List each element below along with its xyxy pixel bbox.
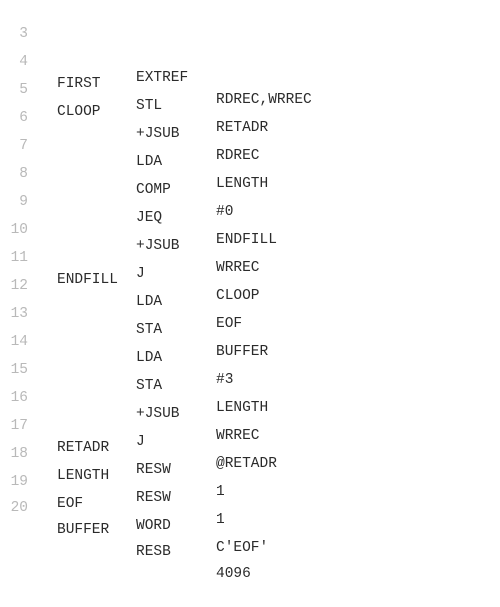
code-opcode: +JSUB bbox=[136, 406, 180, 422]
code-operand: LENGTH bbox=[216, 176, 269, 192]
code-operand: CLOOP bbox=[216, 288, 260, 304]
code-line: 3 EXTREF RDREC,WRREC bbox=[0, 1, 500, 108]
code-operand: @RETADR bbox=[216, 456, 277, 472]
line-number: 18 bbox=[10, 446, 28, 462]
code-operand: ENDFILL bbox=[216, 232, 277, 248]
code-line: 12 STA BUFFER bbox=[0, 253, 500, 360]
code-line: 8 JEQ ENDFILL bbox=[0, 141, 500, 248]
code-operand: 4096 bbox=[216, 566, 251, 582]
code-opcode: COMP bbox=[136, 182, 171, 198]
code-line: 15 +JSUB WRREC bbox=[0, 337, 500, 444]
code-opcode: J bbox=[136, 266, 145, 282]
code-line: 19 EOF WORD C'EOF' bbox=[0, 449, 500, 556]
line-number: 10 bbox=[10, 222, 28, 238]
code-operand: LENGTH bbox=[216, 400, 269, 416]
code-label: FIRST bbox=[57, 76, 101, 92]
code-operand: WRREC bbox=[216, 428, 260, 444]
line-number: 6 bbox=[19, 110, 28, 126]
code-opcode: LDA bbox=[136, 294, 163, 310]
line-number: 20 bbox=[10, 500, 28, 516]
code-line: 11 ENDFILL LDA EOF bbox=[0, 225, 500, 332]
code-opcode: +JSUB bbox=[136, 126, 180, 142]
code-line: 17 RETADR RESW 1 bbox=[0, 393, 500, 500]
code-line: 14 STA LENGTH bbox=[0, 309, 500, 416]
line-number: 13 bbox=[10, 306, 28, 322]
code-line: 7 COMP #0 bbox=[0, 113, 500, 220]
line-number: 7 bbox=[19, 138, 28, 154]
line-number: 19 bbox=[10, 474, 28, 490]
code-opcode: STA bbox=[136, 322, 163, 338]
code-operand: BUFFER bbox=[216, 344, 269, 360]
line-number: 9 bbox=[19, 194, 28, 210]
code-label: LENGTH bbox=[57, 468, 110, 484]
code-operand: C'EOF' bbox=[216, 540, 269, 556]
code-label: BUFFER bbox=[57, 522, 110, 538]
code-line: 10 J CLOOP bbox=[0, 197, 500, 304]
line-number: 8 bbox=[19, 166, 28, 182]
line-number: 12 bbox=[10, 278, 28, 294]
line-number: 11 bbox=[10, 250, 28, 266]
code-line: 16 J @RETADR bbox=[0, 365, 500, 472]
code-line: 18 LENGTH RESW 1 bbox=[0, 421, 500, 528]
code-listing: 3 EXTREF RDREC,WRREC 4 FIRST STL RETADR … bbox=[0, 1, 500, 582]
line-number: 16 bbox=[10, 390, 28, 406]
line-number: 17 bbox=[10, 418, 28, 434]
code-opcode: EXTREF bbox=[136, 70, 189, 86]
code-opcode: J bbox=[136, 434, 145, 450]
code-label: ENDFILL bbox=[57, 272, 118, 288]
code-line: 20 BUFFER RESB 4096 bbox=[0, 475, 500, 582]
code-opcode: STL bbox=[136, 98, 163, 114]
code-operand: RDREC,WRREC bbox=[216, 92, 312, 108]
code-line: 4 FIRST STL RETADR bbox=[0, 29, 500, 136]
code-operand: EOF bbox=[216, 316, 243, 332]
code-line: 5 CLOOP +JSUB RDREC bbox=[0, 57, 500, 164]
code-line: 6 LDA LENGTH bbox=[0, 85, 500, 192]
code-opcode: RESB bbox=[136, 544, 171, 560]
code-operand: 1 bbox=[216, 512, 225, 528]
code-operand: 1 bbox=[216, 484, 225, 500]
code-operand: #3 bbox=[216, 372, 234, 388]
code-line: 9 +JSUB WRREC bbox=[0, 169, 500, 276]
code-opcode: STA bbox=[136, 378, 163, 394]
code-opcode: RESW bbox=[136, 462, 171, 478]
code-operand: #0 bbox=[216, 204, 234, 220]
code-opcode: WORD bbox=[136, 518, 171, 534]
code-opcode: LDA bbox=[136, 154, 163, 170]
code-label: CLOOP bbox=[57, 104, 101, 120]
code-line: 13 LDA #3 bbox=[0, 281, 500, 388]
code-opcode: JEQ bbox=[136, 210, 163, 226]
code-opcode: +JSUB bbox=[136, 238, 180, 254]
code-operand: RETADR bbox=[216, 120, 269, 136]
line-number: 4 bbox=[19, 54, 28, 70]
code-operand: RDREC bbox=[216, 148, 260, 164]
code-opcode: LDA bbox=[136, 350, 163, 366]
code-operand: WRREC bbox=[216, 260, 260, 276]
line-number: 5 bbox=[19, 82, 28, 98]
line-number: 3 bbox=[19, 26, 28, 42]
line-number: 14 bbox=[10, 334, 28, 350]
line-number: 15 bbox=[10, 362, 28, 378]
code-label: RETADR bbox=[57, 440, 110, 456]
